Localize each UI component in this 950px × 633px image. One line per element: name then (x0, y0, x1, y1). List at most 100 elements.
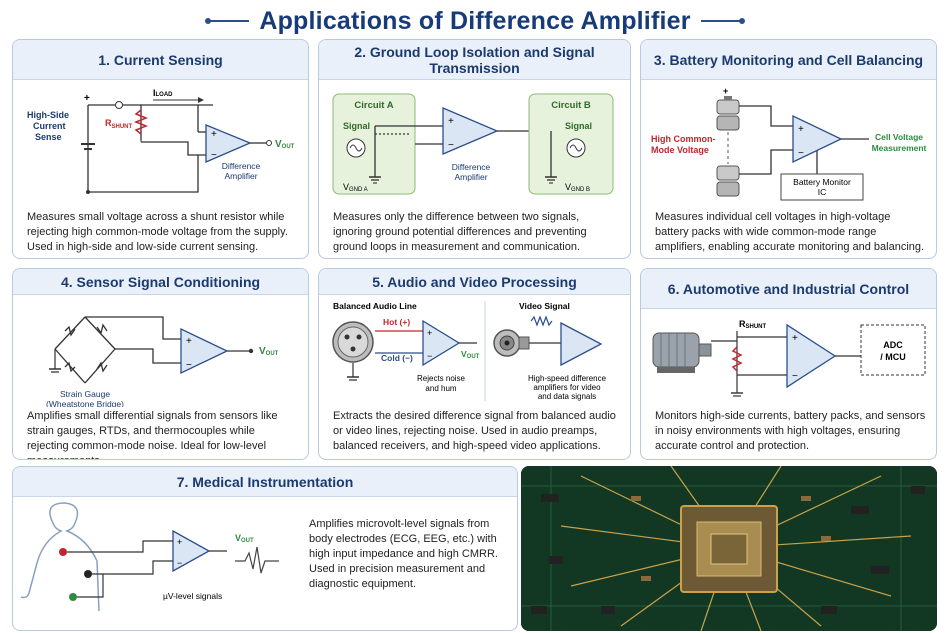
battery-cell-top (716, 96, 740, 131)
rshunt-label: RSHUNT (739, 319, 767, 330)
card-description: Monitors high-side currents, battery pac… (655, 410, 926, 452)
vgnd-b-label: VGND B (565, 182, 590, 193)
card-battery-monitoring: 3. Battery Monitoring and Cell Balancing… (640, 39, 937, 259)
card-description: Amplifies microvolt-level signals from b… (309, 518, 498, 590)
amp-plus: + (448, 116, 454, 127)
rshunt-sub: SHUNT (112, 124, 133, 130)
amp-minus: − (211, 150, 217, 161)
vout-text: V (259, 346, 266, 357)
amp-plus: + (211, 129, 217, 140)
card-description: Measures small voltage across a shunt re… (27, 211, 288, 253)
vout-label: VOUT (275, 139, 295, 150)
card-title: 3. Battery Monitoring and Cell Balancing (641, 40, 936, 80)
amplifier-triangle (786, 323, 837, 389)
iload-text: I (153, 88, 156, 98)
vgnd-b-sub: GND B (571, 187, 590, 193)
amplifier-triangle (205, 124, 252, 163)
page-title: Applications of Difference Amplifier (259, 6, 691, 35)
card-title: 4. Sensor Signal Conditioning (13, 269, 308, 295)
video-title: Video Signal (519, 301, 570, 311)
svg-text:+: + (723, 86, 728, 96)
circuit-b-label: Circuit B (551, 100, 591, 111)
amp-minus: − (177, 558, 182, 568)
battery-cell-bottom (716, 165, 740, 197)
electrode-red (59, 548, 67, 556)
audio-video-diagram: Balanced Audio Line Video Signal Hot (+)… (332, 301, 607, 401)
amp-minus: − (792, 371, 798, 382)
audio-vout-label: VOUT (461, 349, 480, 360)
amp-plus: + (798, 124, 804, 135)
iload-sub: LOAD (156, 92, 174, 98)
amp-minus: − (798, 148, 804, 159)
amp-plus: + (792, 333, 798, 344)
video-amplifier-triangle (560, 321, 603, 367)
amplifier-triangle (442, 107, 499, 155)
amplifier-triangle (172, 529, 211, 573)
uv-label: µV-level signals (163, 591, 222, 601)
bnc-connector (493, 329, 530, 357)
hv-label: High Common-Mode Voltage (651, 134, 716, 155)
adc-mcu-box (860, 324, 926, 376)
vout-text: V (235, 533, 241, 543)
audio-title: Balanced Audio Line (333, 301, 417, 311)
automotive-diagram: RSHUNT + − ADC/ MCU (652, 319, 926, 397)
supply-plus-label: + (84, 93, 90, 104)
vout-text: V (461, 349, 467, 359)
amp-plus: + (186, 336, 192, 347)
bridge-label: Strain Gauge(Wheatstone Bridge) (46, 389, 124, 407)
card-title: 2. Ground Loop Isolation and Signal Tran… (319, 40, 630, 80)
vout-sub: OUT (241, 538, 254, 544)
card-description: Extracts the desired difference signal f… (333, 410, 616, 452)
amp-plus: + (177, 537, 182, 547)
amplifier-triangle (180, 327, 229, 375)
vout-sub: OUT (467, 354, 480, 360)
card-automotive: 6. Automotive and Industrial Control RSH… (640, 268, 937, 460)
ecg-waveform (235, 546, 279, 574)
vout-label: VOUT (235, 533, 254, 544)
bridge-diagram: + − VOUT Strain Gauge(Wheatstone Bridge) (46, 316, 279, 407)
video-waveform (530, 315, 553, 327)
page-header: Applications of Difference Amplifier (0, 6, 950, 36)
amp-plus: + (427, 328, 432, 338)
card-audio-video: 5. Audio and Video Processing Balanced A… (318, 268, 631, 460)
terminal-circle (115, 101, 123, 109)
card-title: 6. Automotive and Industrial Control (641, 269, 936, 309)
rshunt-text: R (105, 118, 112, 128)
amplifier-triangle (792, 114, 843, 164)
card-medical: 7. Medical Instrumentation + − VOUT µV-l… (12, 466, 518, 631)
card-description: Measures individual cell voltages in hig… (655, 211, 925, 253)
circuit-a-label: Circuit A (354, 100, 393, 111)
rshunt-text: R (739, 319, 746, 329)
signal-b-label: Signal (565, 121, 592, 131)
shunt-resistor (133, 109, 149, 135)
card-title: 7. Medical Instrumentation (13, 467, 517, 497)
motor-icon (652, 332, 712, 373)
iload-label: ILOAD (153, 88, 173, 98)
vgnd-a-sub: GND A (349, 187, 368, 193)
vout-sub: OUT (266, 351, 279, 357)
card-title: 1. Current Sensing (13, 40, 308, 80)
rshunt-sub: SHUNT (746, 324, 767, 330)
hot-label: Hot (+) (383, 317, 410, 327)
amp-minus: − (186, 360, 192, 371)
card-ground-loop: 2. Ground Loop Isolation and Signal Tran… (318, 39, 631, 259)
signal-a-label: Signal (343, 121, 370, 131)
cold-label: Cold (−) (381, 353, 413, 363)
card-description: Amplifies small differential signals fro… (27, 410, 278, 459)
vout-text: V (275, 139, 282, 150)
title-decoration-left (205, 18, 250, 24)
vgnd-a-text: V (343, 182, 349, 192)
circuit-board-photo (521, 466, 937, 631)
electrode-black (84, 570, 92, 578)
amp-minus: − (427, 351, 432, 361)
